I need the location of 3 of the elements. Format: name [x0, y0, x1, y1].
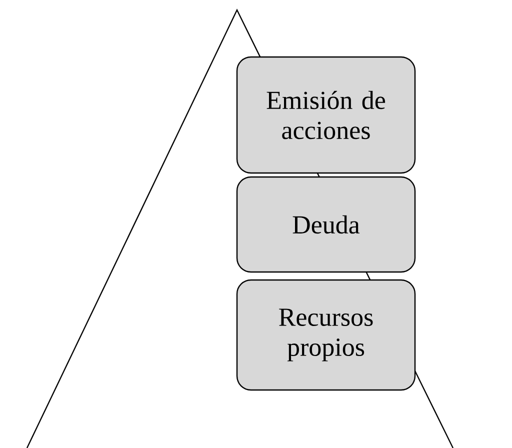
level-box: Emisión de acciones [236, 56, 416, 174]
level-box: Deuda [236, 176, 416, 273]
level-box: Recursos propios [236, 279, 416, 391]
